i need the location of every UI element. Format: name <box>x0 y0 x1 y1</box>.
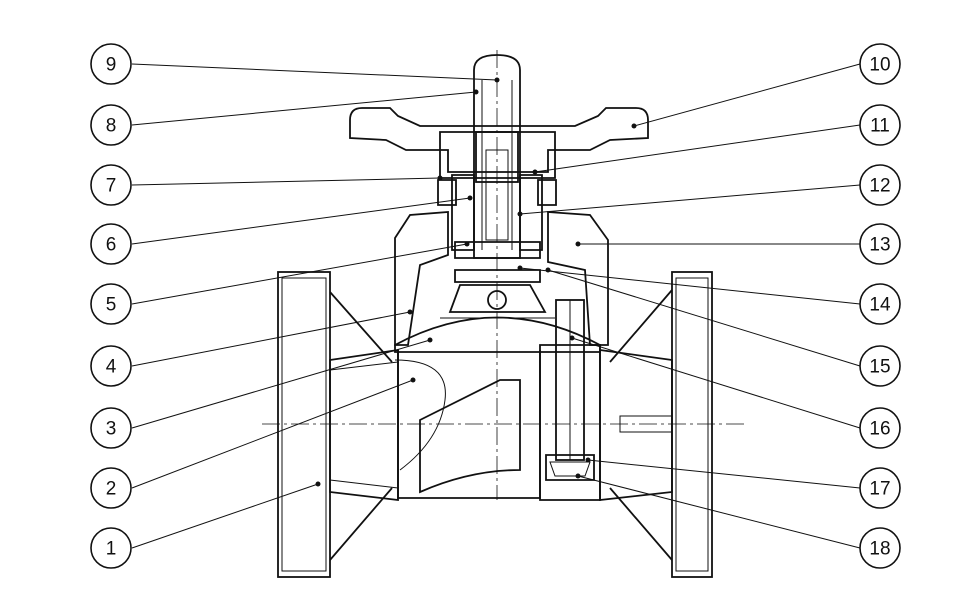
callout-7: 7 <box>90 164 132 206</box>
callout-16: 16 <box>859 407 901 449</box>
callout-8: 8 <box>90 104 132 146</box>
callout-12: 12 <box>859 164 901 206</box>
callout-18: 18 <box>859 527 901 569</box>
callout-7-label: 7 <box>106 176 117 197</box>
callout-8-label: 8 <box>106 116 117 137</box>
callout-9: 9 <box>90 43 132 85</box>
right-flange <box>609 271 713 578</box>
callout-14: 14 <box>859 283 901 325</box>
callout-10-label: 10 <box>869 55 890 76</box>
left-flange <box>277 271 393 578</box>
callout-17-label: 17 <box>869 479 890 500</box>
callout-3-label: 3 <box>106 419 117 440</box>
callout-4: 4 <box>90 345 132 387</box>
valve-drawing <box>262 50 745 578</box>
callout-4-label: 4 <box>106 357 117 378</box>
callout-11: 11 <box>859 104 901 146</box>
callout-16-label: 16 <box>869 419 890 440</box>
callout-5-label: 5 <box>106 295 117 316</box>
callout-13: 13 <box>859 223 901 265</box>
callout-3: 3 <box>90 407 132 449</box>
callout-17: 17 <box>859 467 901 509</box>
callout-1-label: 1 <box>106 539 117 560</box>
callout-1: 1 <box>90 527 132 569</box>
callout-13-label: 13 <box>869 235 890 256</box>
callout-18-label: 18 <box>869 539 890 560</box>
callout-5: 5 <box>90 283 132 325</box>
callout-12-label: 12 <box>869 176 890 197</box>
callout-6: 6 <box>90 223 132 265</box>
stem <box>451 54 543 259</box>
callout-2: 2 <box>90 467 132 509</box>
callout-15-label: 15 <box>869 357 890 378</box>
valve-body <box>329 299 673 502</box>
callout-leaders <box>131 63 861 549</box>
handwheel <box>349 107 649 206</box>
callout-10: 10 <box>859 43 901 85</box>
bonnet <box>394 211 609 353</box>
callout-15: 15 <box>859 345 901 387</box>
callout-11-label: 11 <box>870 116 890 137</box>
callout-6-label: 6 <box>106 235 117 256</box>
callout-2-label: 2 <box>106 479 117 500</box>
callout-9-label: 9 <box>106 55 117 76</box>
callout-14-label: 14 <box>869 295 891 316</box>
